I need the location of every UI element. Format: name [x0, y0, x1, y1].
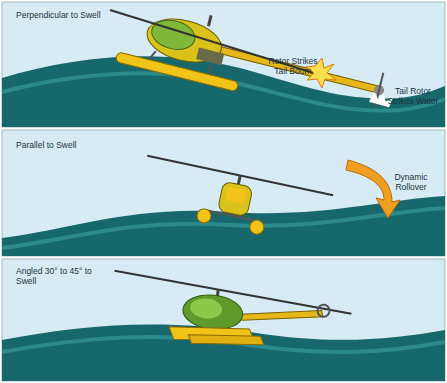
annotation-label: Parallel to Swell	[16, 140, 156, 150]
helicopter-angled	[108, 271, 353, 360]
annotation-label: Rotor Strikes Tail Boom	[262, 56, 324, 76]
sky-panel	[2, 2, 445, 127]
annotation-label: Perpendicular to Swell	[16, 10, 156, 20]
annotation-label: Tail Rotor Strikes Water	[384, 86, 442, 106]
annotation-label: Angled 30° to 45° to Swell	[16, 266, 102, 286]
wave-band	[2, 208, 445, 248]
helicopter-front	[136, 156, 333, 248]
swell-wave	[2, 56, 445, 127]
helicopter-side	[115, 0, 391, 126]
main-rotor	[110, 10, 330, 78]
sky-panel	[2, 259, 445, 381]
rollover-arrow	[346, 160, 400, 218]
sky-panel	[2, 130, 445, 256]
annotation-label: Dynamic Rollover	[386, 172, 436, 192]
